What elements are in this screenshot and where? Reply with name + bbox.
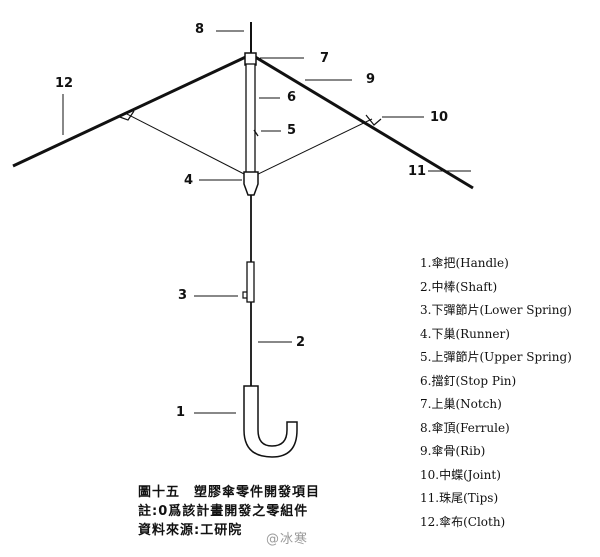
legend-item: 2.中棒(Shaft): [420, 279, 498, 294]
callout-4: 4: [184, 173, 194, 188]
callout-2: 2: [296, 335, 306, 350]
legend-item: 4.下巢(Runner): [420, 326, 510, 341]
callout-9: 9: [366, 72, 376, 87]
watermark: @冰寒: [266, 532, 309, 547]
legend-item: 3.下彈節片(Lower Spring): [420, 303, 572, 317]
legend-item: 7.上巢(Notch): [420, 397, 502, 411]
callout-1: 1: [176, 405, 186, 420]
upper-shaft: [245, 63, 256, 175]
legend-item: 6.擋釘(Stop Pin): [420, 373, 517, 388]
parts-legend: 1.傘把(Handle) 2.中棒(Shaft) 3.下彈節片(Lower Sp…: [420, 254, 572, 536]
legend-item: 9.傘骨(Rib): [420, 444, 486, 458]
callout-6: 6: [287, 90, 297, 105]
callout-3: 3: [178, 288, 188, 303]
rib-left: [12, 53, 251, 168]
upper-spring: [253, 129, 259, 137]
callout-10: 10: [430, 110, 449, 125]
callout-7: 7: [320, 51, 330, 66]
stretcher-right: [253, 118, 373, 177]
callout-11: 11: [408, 164, 427, 179]
caption-source: 資料來源:工研院: [138, 523, 243, 538]
stretcher-left: [124, 112, 249, 177]
lower-spring-housing: [246, 261, 255, 303]
rib-right: [251, 53, 474, 190]
legend-item: 8.傘頂(Ferrule): [420, 420, 510, 435]
caption-note: 註:0爲該計畫開發之零組件: [138, 504, 309, 519]
notch: [244, 52, 257, 66]
joint-left: [116, 110, 135, 121]
caption-title: 圖十五 塑膠傘零件開發項目: [138, 485, 321, 500]
callout-12: 12: [55, 76, 74, 91]
handle: [243, 385, 298, 458]
legend-item: 1.傘把(Handle): [420, 256, 509, 270]
joint-right: [365, 114, 382, 126]
legend-item: 10.中蝶(Joint): [420, 467, 501, 482]
runner: [243, 171, 259, 196]
legend-item: 11.珠尾(Tips): [420, 491, 499, 505]
legend-item: 5.上彈節片(Upper Spring): [420, 350, 572, 364]
figure-caption: 圖十五 塑膠傘零件開發項目 註:0爲該計畫開發之零組件 資料來源:工研院: [138, 483, 320, 540]
callout-8: 8: [195, 22, 205, 37]
legend-item: 12.傘布(Cloth): [420, 514, 506, 529]
lower-spring: [242, 291, 247, 299]
callout-5: 5: [287, 123, 297, 138]
